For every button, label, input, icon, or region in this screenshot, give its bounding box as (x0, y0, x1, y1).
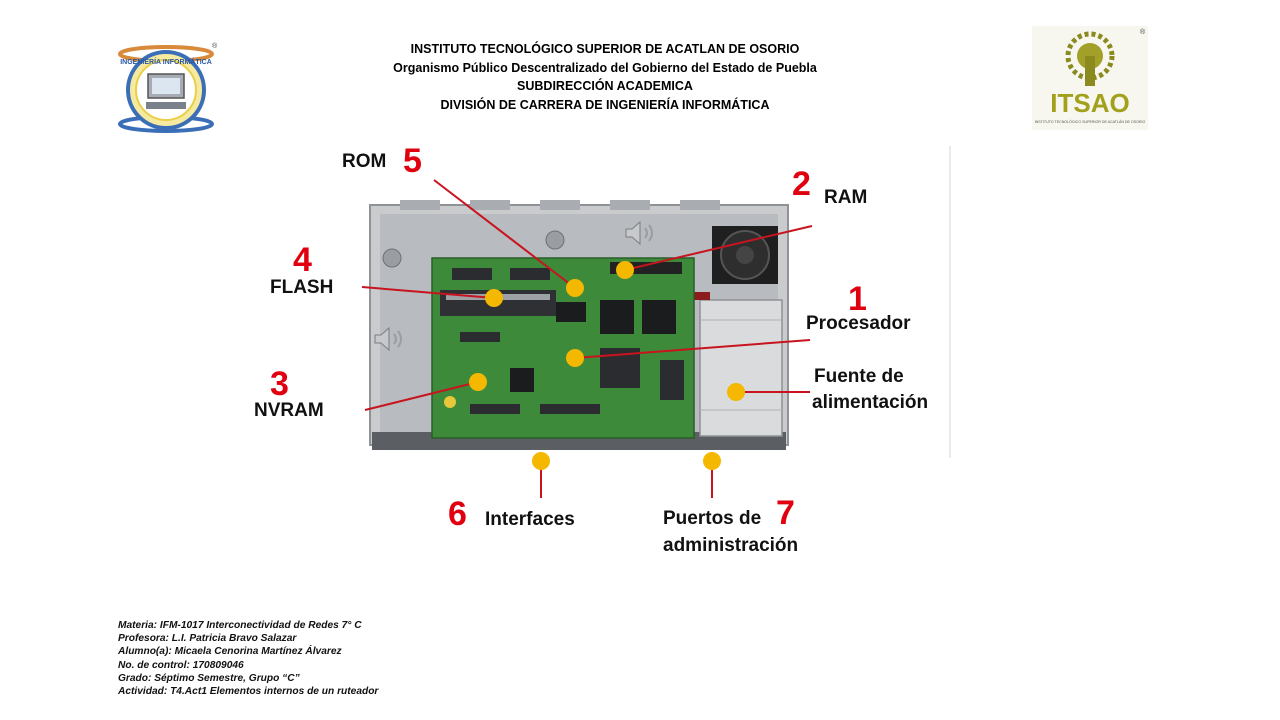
motherboard (431, 257, 695, 439)
footer-grado: Grado: Séptimo Semestre, Grupo “C” (118, 672, 300, 684)
marker-rom (566, 279, 584, 297)
marker-flash (485, 289, 503, 307)
cooling-fan (712, 226, 778, 284)
header-line-4: DIVISIÓN DE CARRERA DE INGENIERÍA INFORM… (440, 97, 770, 112)
number-nvram: 3 (270, 365, 289, 403)
header-line-2: Organismo Público Descentralizado del Go… (393, 60, 817, 75)
number-rom: 5 (403, 142, 422, 180)
number-procesador: 1 (848, 280, 867, 318)
leader-procesador (574, 339, 811, 359)
label-flash: FLASH (270, 277, 334, 298)
ingenieria-informatica-logo: INGENIERÍA INFORMÁTICA ® (118, 42, 218, 133)
label-ram: RAM (824, 187, 868, 208)
number-puertos: 7 (776, 494, 795, 532)
label-procesador: Procesador (806, 313, 911, 334)
itsao-logo: ITSAO INSTITUTO TECNOLÓGICO SUPERIOR DE … (1032, 26, 1148, 130)
number-flash: 4 (293, 241, 312, 279)
header-line-3: SUBDIRECCIÓN ACADEMICA (517, 79, 693, 93)
footer-profesora: Profesora: L.I. Patricia Bravo Salazar (118, 633, 297, 645)
label-puertos-line2: administración (663, 535, 799, 556)
marker-procesador (566, 349, 584, 367)
marker-nvram (469, 373, 487, 391)
institution-header: INSTITUTO TECNOLÓGICO SUPERIOR DE ACATLA… (330, 40, 880, 114)
number-ram: 2 (792, 165, 811, 203)
label-rom: ROM (342, 151, 387, 172)
number-interfaces: 6 (448, 495, 467, 533)
footer-control: No. de control: 170809046 (118, 659, 244, 671)
leader-rom (433, 179, 576, 289)
leader-nvram (364, 381, 479, 411)
marker-fuente (727, 383, 745, 401)
audio-speaker-icon[interactable] (373, 326, 407, 352)
header-line-1: INSTITUTO TECNOLÓGICO SUPERIOR DE ACATLA… (410, 42, 800, 56)
power-supply-unit (690, 292, 783, 437)
student-info-footer: Materia: IFM-1017 Interconectividad de R… (118, 619, 378, 698)
label-puertos-line1: Puertos de (663, 508, 762, 529)
audio-speaker-icon[interactable] (624, 220, 658, 246)
leader-lines (361, 179, 813, 498)
component-markers (469, 261, 745, 470)
leader-ram (624, 225, 813, 271)
leader-flash (361, 286, 495, 299)
label-fuente-line1: Fuente de (814, 366, 904, 387)
footer-actividad: Actividad: T4.Act1 Elementos internos de… (118, 686, 379, 698)
itsao-subtext: INSTITUTO TECNOLÓGICO SUPERIOR DE ACATLÁ… (1035, 119, 1146, 124)
marker-ram (616, 261, 634, 279)
label-interfaces: Interfaces (485, 509, 575, 530)
marker-puertos (703, 452, 721, 470)
left-logo-text: INGENIERÍA INFORMÁTICA (120, 57, 212, 66)
label-nvram: NVRAM (254, 400, 324, 421)
label-fuente-line2: alimentación (812, 392, 929, 413)
footer-materia: Materia: IFM-1017 Interconectividad de R… (118, 620, 362, 631)
itsao-wordmark: ITSAO (1050, 88, 1129, 118)
marker-interfaces (532, 452, 550, 470)
footer-alumno: Alumno(a): Micaela Cenorina Martínez Álv… (118, 646, 342, 658)
registered-mark: ® (212, 42, 218, 50)
registered-mark-right: ® (1140, 28, 1146, 36)
